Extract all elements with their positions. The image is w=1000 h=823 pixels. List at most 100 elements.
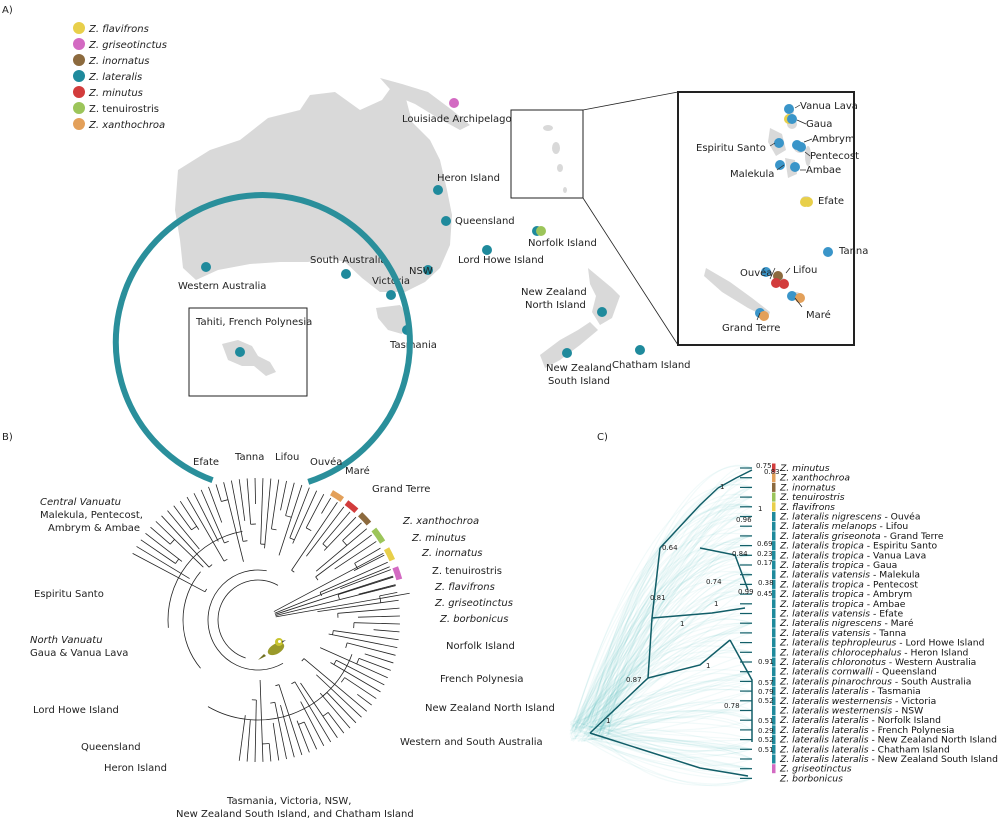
posterior-tree — [570, 622, 753, 731]
posterior-tree — [569, 515, 753, 735]
inset-connector-top — [582, 91, 679, 111]
outgroup-branch — [274, 566, 390, 614]
tree-branch — [208, 486, 223, 523]
tip-bar — [772, 502, 776, 512]
tree-branch — [334, 541, 377, 570]
posterior-tree — [586, 701, 753, 737]
tip-bar — [772, 638, 776, 648]
sp-tenuirostris: Z. tenuirostris — [432, 566, 502, 577]
posterior-tree — [574, 680, 753, 738]
posterior-tree — [573, 728, 753, 770]
tip-bar — [772, 482, 776, 492]
posterior-tree — [594, 543, 753, 725]
posterior-tree — [578, 535, 753, 731]
posterior-tree — [602, 593, 753, 726]
tip-label: Z. xanthochroa — [779, 473, 850, 484]
posterior-tree — [601, 729, 753, 770]
posterior-tree — [599, 716, 753, 737]
posterior-tree — [585, 572, 753, 736]
posterior-tree — [582, 574, 753, 726]
tree-branch — [347, 642, 396, 656]
posterior-tree — [573, 515, 753, 735]
posterior-tree — [587, 651, 753, 731]
consensus-branch — [651, 607, 746, 619]
sp-griseotinctus: Z. griseotinctus — [434, 598, 513, 609]
posterior-tree — [574, 496, 753, 723]
posterior-tree — [569, 723, 753, 787]
tip-label: Z. minutus — [779, 463, 830, 474]
posterior-tree — [599, 535, 753, 729]
support-value: 0.96 — [736, 516, 752, 524]
location-dot — [201, 262, 211, 272]
tree-branch — [246, 719, 251, 762]
tree-branch — [342, 522, 362, 541]
posterior-tree — [572, 484, 753, 726]
outgroup-branch — [274, 575, 394, 615]
tip-bar — [772, 706, 776, 715]
tree-branch — [268, 743, 272, 762]
posterior-tree — [583, 465, 753, 734]
inset-dot — [796, 142, 806, 152]
tip-bar — [772, 589, 776, 599]
nz-south-island — [540, 322, 598, 368]
location-dot — [341, 269, 351, 279]
posterior-tree — [579, 477, 753, 733]
tip-bar — [772, 744, 776, 754]
inset-espiritu: Espiritu Santo — [696, 143, 766, 154]
inset-dot — [803, 197, 813, 207]
posterior-tree — [574, 512, 753, 739]
tree-arc — [333, 660, 337, 665]
posterior-tree — [598, 535, 753, 735]
tree-branch — [303, 721, 318, 750]
tree-branch — [358, 584, 396, 595]
inset-ambae: Ambae — [806, 165, 841, 176]
posterior-tree — [588, 726, 753, 750]
label-tahiti: Tahiti, French Polynesia — [195, 317, 312, 328]
map-labels: Louisiade Archipelago Heron Island Queen… — [178, 114, 691, 387]
tip-bar — [772, 560, 776, 570]
posterior-tree — [571, 514, 753, 742]
label-lord-howe: Lord Howe Island — [458, 255, 544, 266]
tip-label: Z. lateralis tropica - Ambae — [779, 599, 906, 610]
inset-dot — [790, 162, 800, 172]
location-dot — [423, 265, 433, 275]
location-dot — [482, 245, 492, 255]
posterior-tree — [593, 486, 753, 740]
posterior-tree — [607, 554, 753, 735]
tree-arc — [305, 527, 312, 532]
tip-label: Z. lateralis tropica - Ambrym — [779, 589, 912, 600]
consensus-branch — [717, 469, 753, 489]
tree-branch — [373, 629, 400, 633]
posterior-tree — [596, 535, 753, 726]
consensus-branch — [589, 547, 661, 734]
tree-branch — [328, 633, 398, 648]
inset-labels — [756, 104, 813, 321]
species-arc — [329, 490, 345, 503]
tree-arc — [191, 525, 197, 531]
tree-branch — [306, 506, 345, 557]
tree-arc — [315, 576, 319, 581]
posterior-tree — [571, 486, 753, 731]
posterior-tree — [596, 728, 753, 750]
tip-bar — [772, 473, 776, 483]
inset-dot — [771, 278, 781, 288]
tip-label: Z. lateralis lateralis - Tasmania — [779, 686, 921, 697]
tree-arc — [223, 558, 228, 562]
inset-ouvea: Ouvéa — [740, 267, 772, 279]
tree-branch — [303, 658, 368, 712]
clade-tanna: Tanna — [234, 452, 264, 463]
posterior-tree — [578, 571, 753, 729]
posterior-tree — [600, 544, 753, 728]
tree-arc — [242, 540, 248, 542]
clade-lifou: Lifou — [275, 452, 299, 463]
tree-branch — [358, 657, 391, 671]
support-value: 0.75 — [756, 462, 772, 470]
legend-swatch — [73, 102, 85, 114]
tree-branch — [254, 699, 257, 762]
posterior-tree — [604, 612, 753, 725]
inset-dot — [761, 267, 771, 277]
tip-bar — [772, 715, 776, 725]
support-value: 0.45 — [757, 590, 773, 598]
clade-mare: Maré — [345, 465, 370, 477]
tip-bar — [772, 599, 776, 609]
